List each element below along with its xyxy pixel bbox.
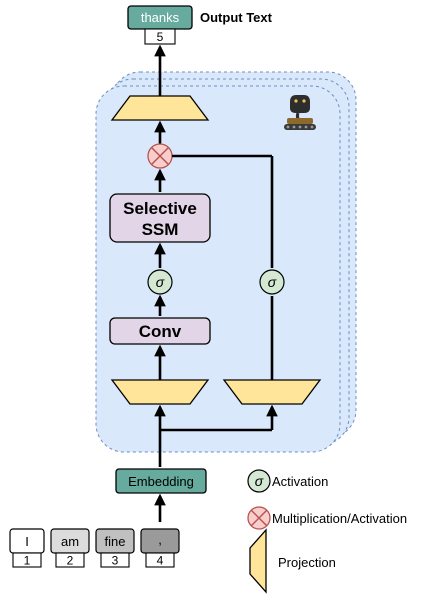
main-input-projection <box>110 379 210 405</box>
selective-ssm-label-1: Selective <box>123 199 197 218</box>
embedding-block <box>115 468 207 494</box>
input-token-3: fine <box>105 534 126 549</box>
main-activation-node <box>147 269 173 295</box>
output-index-box <box>144 28 176 45</box>
gate-input-projection <box>222 379 322 405</box>
snake-robot-icon <box>284 95 316 130</box>
selective-ssm-label-2: SSM <box>142 220 179 239</box>
gate-activation-symbol: σ <box>268 274 277 290</box>
output-index: 5 <box>157 30 164 44</box>
input-index-box-3 <box>100 552 130 568</box>
legend-activation-label: Activation <box>272 474 328 489</box>
input-index-4: 4 <box>157 554 164 568</box>
embedding-label: Embedding <box>128 474 194 489</box>
multiply-cross-b <box>150 146 170 166</box>
gate-activation-node <box>259 269 285 295</box>
output-token: thanks <box>141 10 180 25</box>
input-index-box-2 <box>55 552 85 568</box>
conv-block <box>109 317 211 345</box>
output-projection <box>110 95 210 121</box>
input-token-2: am <box>61 534 79 549</box>
legend-activation-symbol: σ <box>255 473 264 489</box>
conv-label: Conv <box>139 322 182 341</box>
main-activation-symbol: σ <box>156 274 165 290</box>
input-index-3: 3 <box>112 554 119 568</box>
input-index-box-1 <box>12 552 42 568</box>
legend-projection-icon <box>249 528 267 594</box>
legend-multiply-cross-b <box>250 509 268 527</box>
input-token-4: , <box>158 532 162 547</box>
legend-activation-icon <box>247 469 271 493</box>
input-index-2: 2 <box>67 554 74 568</box>
selective-ssm-block <box>109 193 211 243</box>
legend-projection-label: Projection <box>278 555 336 570</box>
output-label: Output Text <box>200 10 273 25</box>
input-index-1: 1 <box>24 554 31 568</box>
input-token-1: I <box>25 534 29 549</box>
input-index-box-4 <box>145 552 175 568</box>
legend-multiply-label: Multiplication/Activation <box>272 511 407 526</box>
